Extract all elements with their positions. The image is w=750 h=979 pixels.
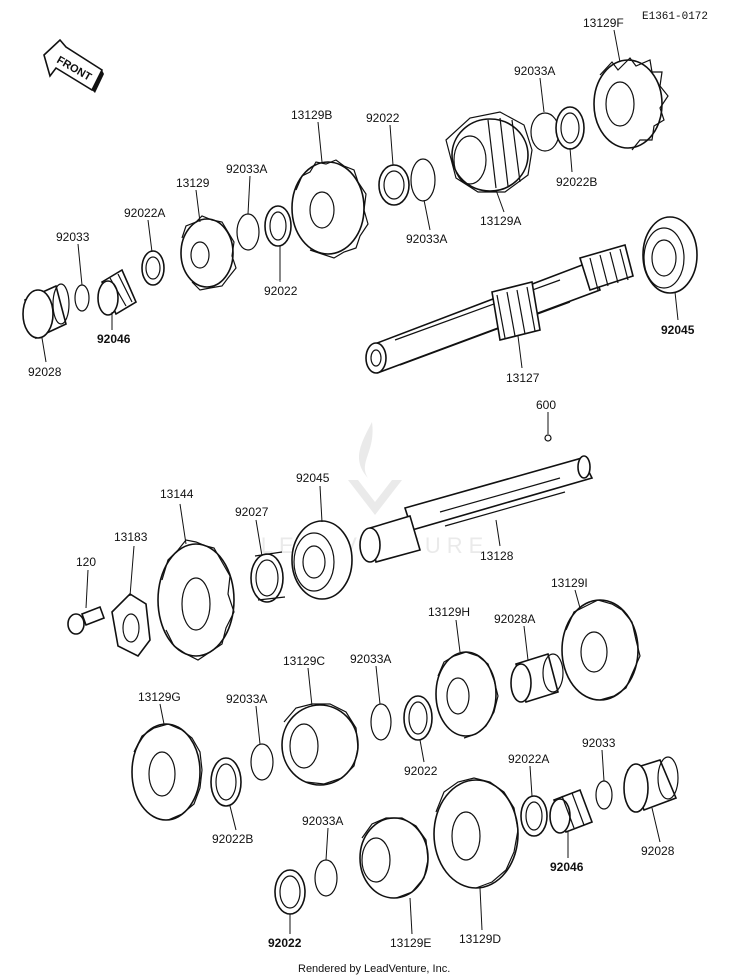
output-shaft-13127 — [365, 244, 634, 374]
label-92022: 92022 — [268, 936, 302, 950]
circlip-92033A-lower-mid — [370, 703, 392, 741]
retainer-13183 — [111, 592, 151, 658]
washer-92022-top-mid — [378, 164, 410, 206]
gear-13129G — [131, 723, 203, 821]
label-92022A: 92022A — [124, 206, 165, 220]
washer-92022-top-left — [264, 205, 292, 247]
gear-13129 — [180, 215, 237, 291]
drive-shaft-13128 — [359, 434, 594, 564]
label-92033A: 92033A — [350, 652, 391, 666]
label-92027: 92027 — [235, 505, 269, 519]
label-92033A: 92033A — [302, 814, 343, 828]
label-92033A: 92033A — [406, 232, 447, 246]
collar-92028-top — [22, 283, 70, 340]
label-13129A: 13129A — [480, 214, 521, 228]
washer-92022-lower-mid — [403, 695, 433, 741]
bearing-92045-top — [642, 216, 698, 294]
gear-13129D — [433, 777, 519, 889]
label-92046: 92046 — [97, 332, 131, 346]
gear-13129H — [435, 651, 499, 739]
label-13129: 13129 — [176, 176, 210, 190]
label-13129E: 13129E — [390, 936, 431, 950]
washer-92022B-lower — [210, 757, 242, 807]
label-92022B: 92022B — [212, 832, 253, 846]
label-13128: 13128 — [480, 549, 514, 563]
needle-bearing-92046-top — [97, 268, 138, 316]
part-labels: 13129F 92033A 13129B 92022 92033A 13129 … — [28, 16, 695, 950]
washer-92022A-top — [141, 250, 165, 286]
gear-13129A — [445, 111, 533, 193]
sprocket-13144 — [157, 539, 235, 661]
circlip-92033A-top-left — [236, 213, 260, 251]
label-92033A: 92033A — [226, 162, 267, 176]
footer-credit: Rendered by LeadVenture, Inc. — [298, 963, 450, 975]
circlip-92033-lower — [595, 780, 613, 810]
label-13129B: 13129B — [291, 108, 332, 122]
gear-13129B — [291, 159, 369, 259]
label-92045: 92045 — [661, 323, 695, 337]
washer-92022A-lower — [520, 795, 548, 837]
label-13129H: 13129H — [428, 605, 470, 619]
label-13183: 13183 — [114, 530, 148, 544]
label-120: 120 — [76, 555, 96, 569]
label-92046: 92046 — [550, 860, 584, 874]
label-600: 600 — [536, 398, 556, 412]
label-13129I: 13129I — [551, 576, 588, 590]
label-92022: 92022 — [264, 284, 298, 298]
label-92028: 92028 — [641, 844, 675, 858]
label-13129G: 13129G — [138, 690, 181, 704]
collar-92027 — [250, 551, 286, 603]
collar-92028-lower — [623, 756, 679, 813]
label-92028A: 92028A — [494, 612, 535, 626]
circlip-92033-top — [74, 284, 90, 312]
gear-13129F — [593, 57, 669, 151]
bearing-92045-mid — [291, 520, 353, 600]
label-13129F: 13129F — [583, 16, 624, 30]
label-92033: 92033 — [582, 736, 616, 750]
gear-13129E — [359, 817, 429, 899]
front-arrow-icon: FRONT — [43, 38, 104, 93]
washer-92022-bottom — [274, 869, 306, 915]
gear-13129C — [281, 703, 359, 786]
label-92045: 92045 — [296, 471, 330, 485]
label-92022: 92022 — [404, 764, 438, 778]
bolt-120 — [67, 605, 106, 635]
gear-13129I — [561, 599, 641, 701]
label-13129D: 13129D — [459, 932, 501, 946]
leader-lines — [41, 29, 679, 935]
circlip-92033A-top-right — [530, 112, 560, 152]
label-92033A: 92033A — [514, 64, 555, 78]
label-92022A: 92022A — [508, 752, 549, 766]
circlip-92033A-top-mid — [410, 158, 436, 202]
label-92033A: 92033A — [226, 692, 267, 706]
label-92028: 92028 — [28, 365, 62, 379]
label-92033: 92033 — [56, 230, 90, 244]
diagram-code: E1361-0172 — [642, 11, 708, 23]
label-13127: 13127 — [506, 371, 540, 385]
collar-92028A — [510, 652, 564, 704]
label-92022: 92022 — [366, 111, 400, 125]
needle-bearing-92046-lower — [549, 788, 594, 834]
label-13144: 13144 — [160, 487, 194, 501]
circlip-92033A-lower-left — [250, 743, 274, 781]
label-92022B: 92022B — [556, 175, 597, 189]
label-13129C: 13129C — [283, 654, 325, 668]
washer-92022B-top — [555, 106, 585, 150]
circlip-92033A-bottom — [314, 859, 338, 897]
